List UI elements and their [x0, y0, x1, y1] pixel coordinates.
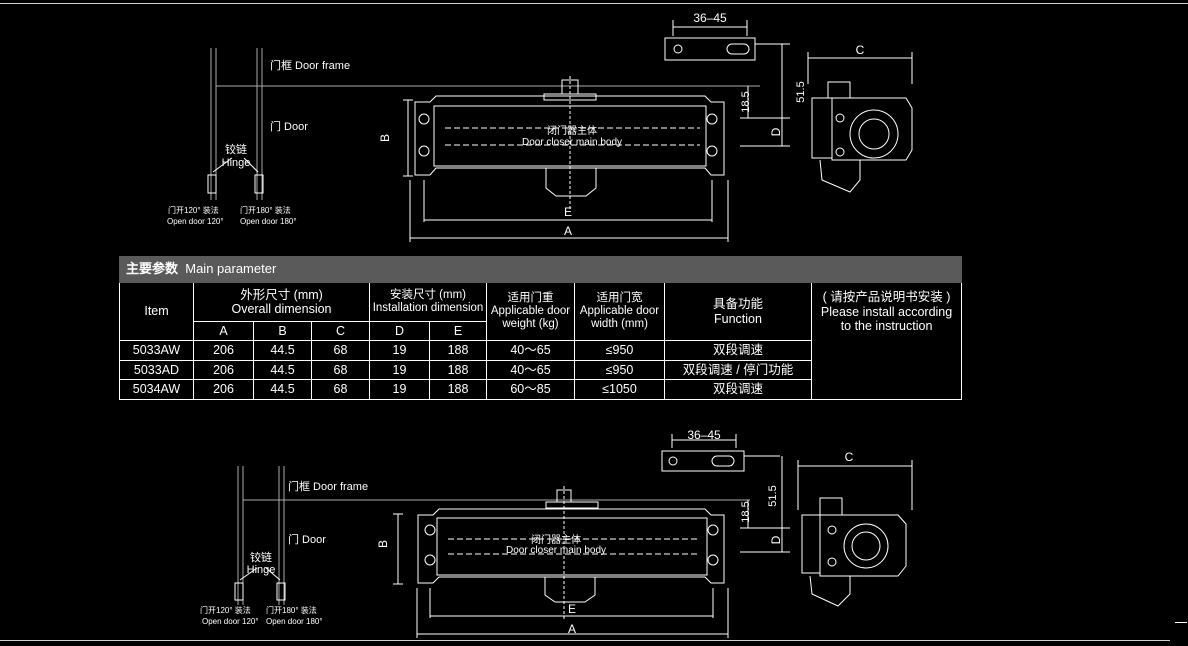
corner-tick: [1175, 622, 1187, 623]
bottom-drawing: 门框 Door frame 门 Door 铰链 Hinge 门开120° 装法 …: [200, 428, 913, 638]
hinge-cn-label: 铰链: [225, 142, 247, 156]
overall-header: 外形尺寸 (mm)Overall dimension: [193, 282, 370, 322]
cell-a: 206: [193, 359, 254, 380]
col-d: D: [369, 321, 430, 341]
open180-en: Open door 180°: [266, 617, 323, 626]
dim-a-label: A: [568, 622, 576, 636]
col-a: A: [193, 321, 254, 341]
dim-d-label: D: [769, 535, 783, 544]
cell-c: 68: [311, 340, 370, 361]
table-row: 5033AW 206 44.5 68 19 188 40～65 ≤950 双段调…: [119, 340, 963, 400]
dim-51-label: 51.5: [767, 485, 779, 506]
top-drawing: 门框 Door frame 门 Door 铰链 Hinge 门开120° 装法 …: [167, 11, 913, 242]
bottom-border-line: [0, 640, 1170, 641]
body-en-label: Door closer main body: [506, 545, 606, 556]
cell-weight: 60～85: [486, 379, 575, 400]
hinge-en-label: Hinge: [222, 157, 251, 169]
cell-b: 44.5: [253, 359, 312, 380]
cell-a: 206: [193, 340, 254, 361]
table-row: 5033AD 206 44.5 68 19 188 40～65 ≤950 双段调…: [119, 359, 962, 380]
top-border-line: [0, 3, 1188, 4]
cell-item: 5033AD: [119, 359, 194, 380]
body-en-label: Door closer main body: [522, 137, 622, 148]
col-e: E: [429, 321, 487, 341]
open120-cn: 门开120° 装法: [168, 205, 219, 215]
cell-e: 188: [429, 340, 487, 361]
dim-e-label: E: [564, 205, 572, 219]
door-frame-label: 门框 Door frame: [270, 58, 350, 72]
cell-function: 双段调速: [664, 340, 812, 361]
cell-b: 44.5: [253, 340, 312, 361]
open180-en: Open door 180°: [240, 217, 297, 226]
dim-a-label: A: [564, 224, 572, 238]
body-cn-label: 闭门器主体: [547, 124, 597, 137]
item-header: Item: [119, 282, 194, 341]
cell-weight: 40～65: [486, 340, 575, 361]
cell-width: ≤950: [574, 359, 665, 380]
dim-b-label: B: [376, 540, 390, 548]
cell-width: ≤950: [574, 340, 665, 361]
door-label: 门 Door: [288, 532, 326, 546]
cell-width: ≤1050: [574, 379, 665, 400]
cell-c: 68: [311, 359, 370, 380]
cell-function: 双段调速: [664, 379, 812, 400]
col-c: C: [311, 321, 370, 341]
dim-e-label: E: [568, 602, 576, 616]
cell-d: 19: [369, 379, 430, 400]
cell-item: 5034AW: [119, 379, 194, 400]
open180-cn: 门开180° 装法: [240, 205, 291, 215]
open120-en: Open door 120°: [202, 617, 259, 626]
body-cn-label: 闭门器主体: [531, 533, 581, 546]
cell-b: 44.5: [253, 379, 312, 400]
dim-c-label: C: [845, 450, 854, 464]
table-row: 5034AW 206 44.5 68 19 188 60～85 ≤1050 双段…: [119, 379, 962, 400]
dim-d-label: D: [769, 127, 783, 136]
open120-en: Open door 120°: [167, 217, 224, 226]
hinge-en-label: Hinge: [247, 564, 276, 576]
door-frame-label: 门框 Door frame: [288, 479, 368, 493]
cell-a: 206: [193, 379, 254, 400]
cell-c: 68: [311, 379, 370, 400]
cell-d: 19: [369, 359, 430, 380]
cell-function: 双段调速 / 停门功能: [664, 359, 812, 380]
install-header: 安装尺寸 (mm)Installation dimension: [369, 282, 487, 322]
dim-range-label: 36–45: [693, 11, 727, 25]
col-b: B: [253, 321, 312, 341]
dim-range-label: 36–45: [687, 428, 721, 442]
open120-cn: 门开120° 装法: [200, 605, 251, 615]
hinge-cn-label: 铰链: [250, 550, 272, 564]
cell-note: [810, 340, 963, 400]
cell-e: 188: [429, 379, 487, 400]
dim-18-label: 18.5: [740, 91, 752, 112]
table-title: 主要参数 Main parameter: [118, 256, 963, 283]
dim-c-label: C: [856, 43, 865, 57]
cell-e: 188: [429, 359, 487, 380]
dim-b-label: B: [378, 134, 392, 142]
door-label: 门 Door: [270, 119, 308, 133]
open180-cn: 门开180° 装法: [266, 605, 317, 615]
dim-18-label: 18.5: [740, 501, 752, 522]
dim-51-label: 51.5: [795, 81, 807, 102]
cell-weight: 40～65: [486, 359, 575, 380]
parameter-table: 主要参数 Main parameter Item 外形尺寸 (mm)Overal…: [118, 256, 963, 400]
cell-d: 19: [369, 340, 430, 361]
cell-item: 5033AW: [119, 340, 194, 361]
